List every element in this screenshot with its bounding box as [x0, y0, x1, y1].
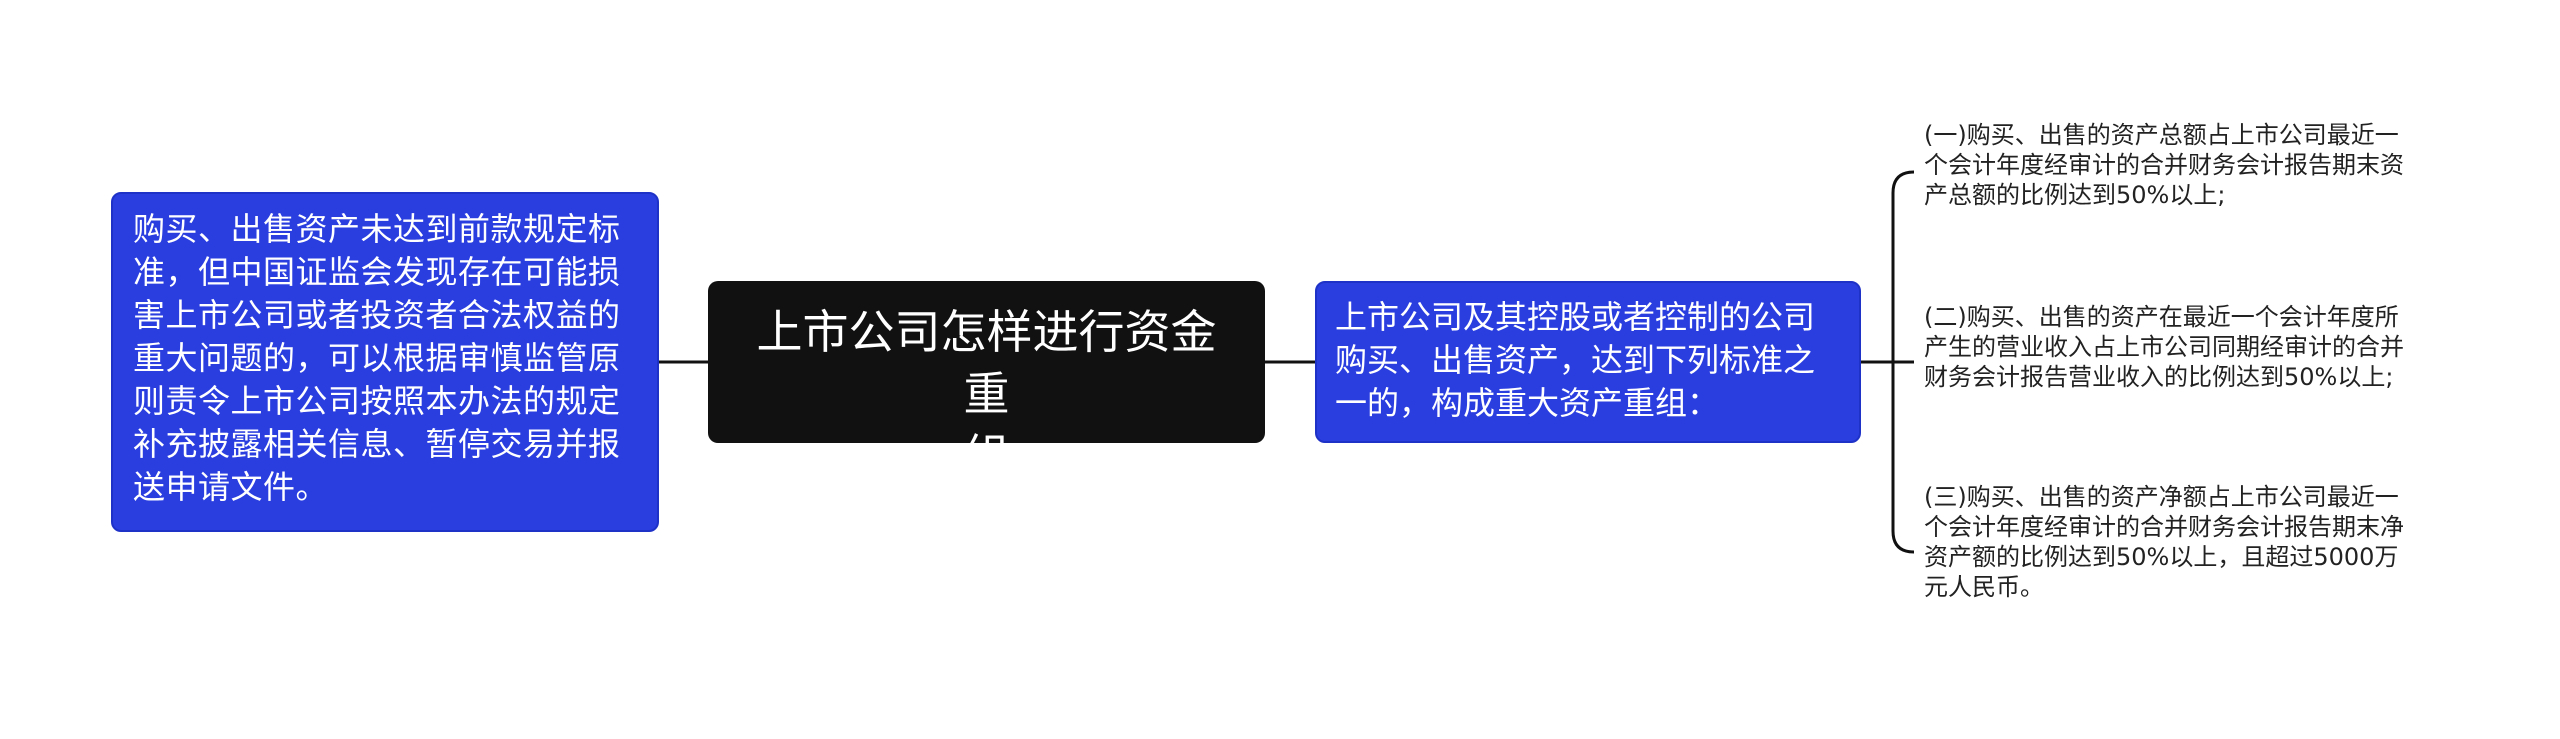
right-branch-node[interactable]: 上市公司及其控股或者控制的公司 购买、出售资产，达到下列标准之 一的，构成重大资… [1315, 281, 1861, 443]
root-node[interactable]: 上市公司怎样进行资金重 组 [708, 281, 1265, 483]
leaf-node-3[interactable]: (三)购买、出售的资产净额占上市公司最近一 个会计年度经审计的合并财务会计报告期… [1924, 483, 2404, 601]
left-branch-node[interactable]: 购买、出售资产未达到前款规定标 准，但中国证监会发现存在可能损 害上市公司或者投… [111, 192, 659, 532]
leaf-node-2[interactable]: (二)购买、出售的资产在最近一个会计年度所 产生的营业收入占上市公司同期经审计的… [1924, 303, 2404, 391]
leaf-node-1[interactable]: (一)购买、出售的资产总额占上市公司最近一 个会计年度经审计的合并财务会计报告期… [1924, 121, 2404, 209]
